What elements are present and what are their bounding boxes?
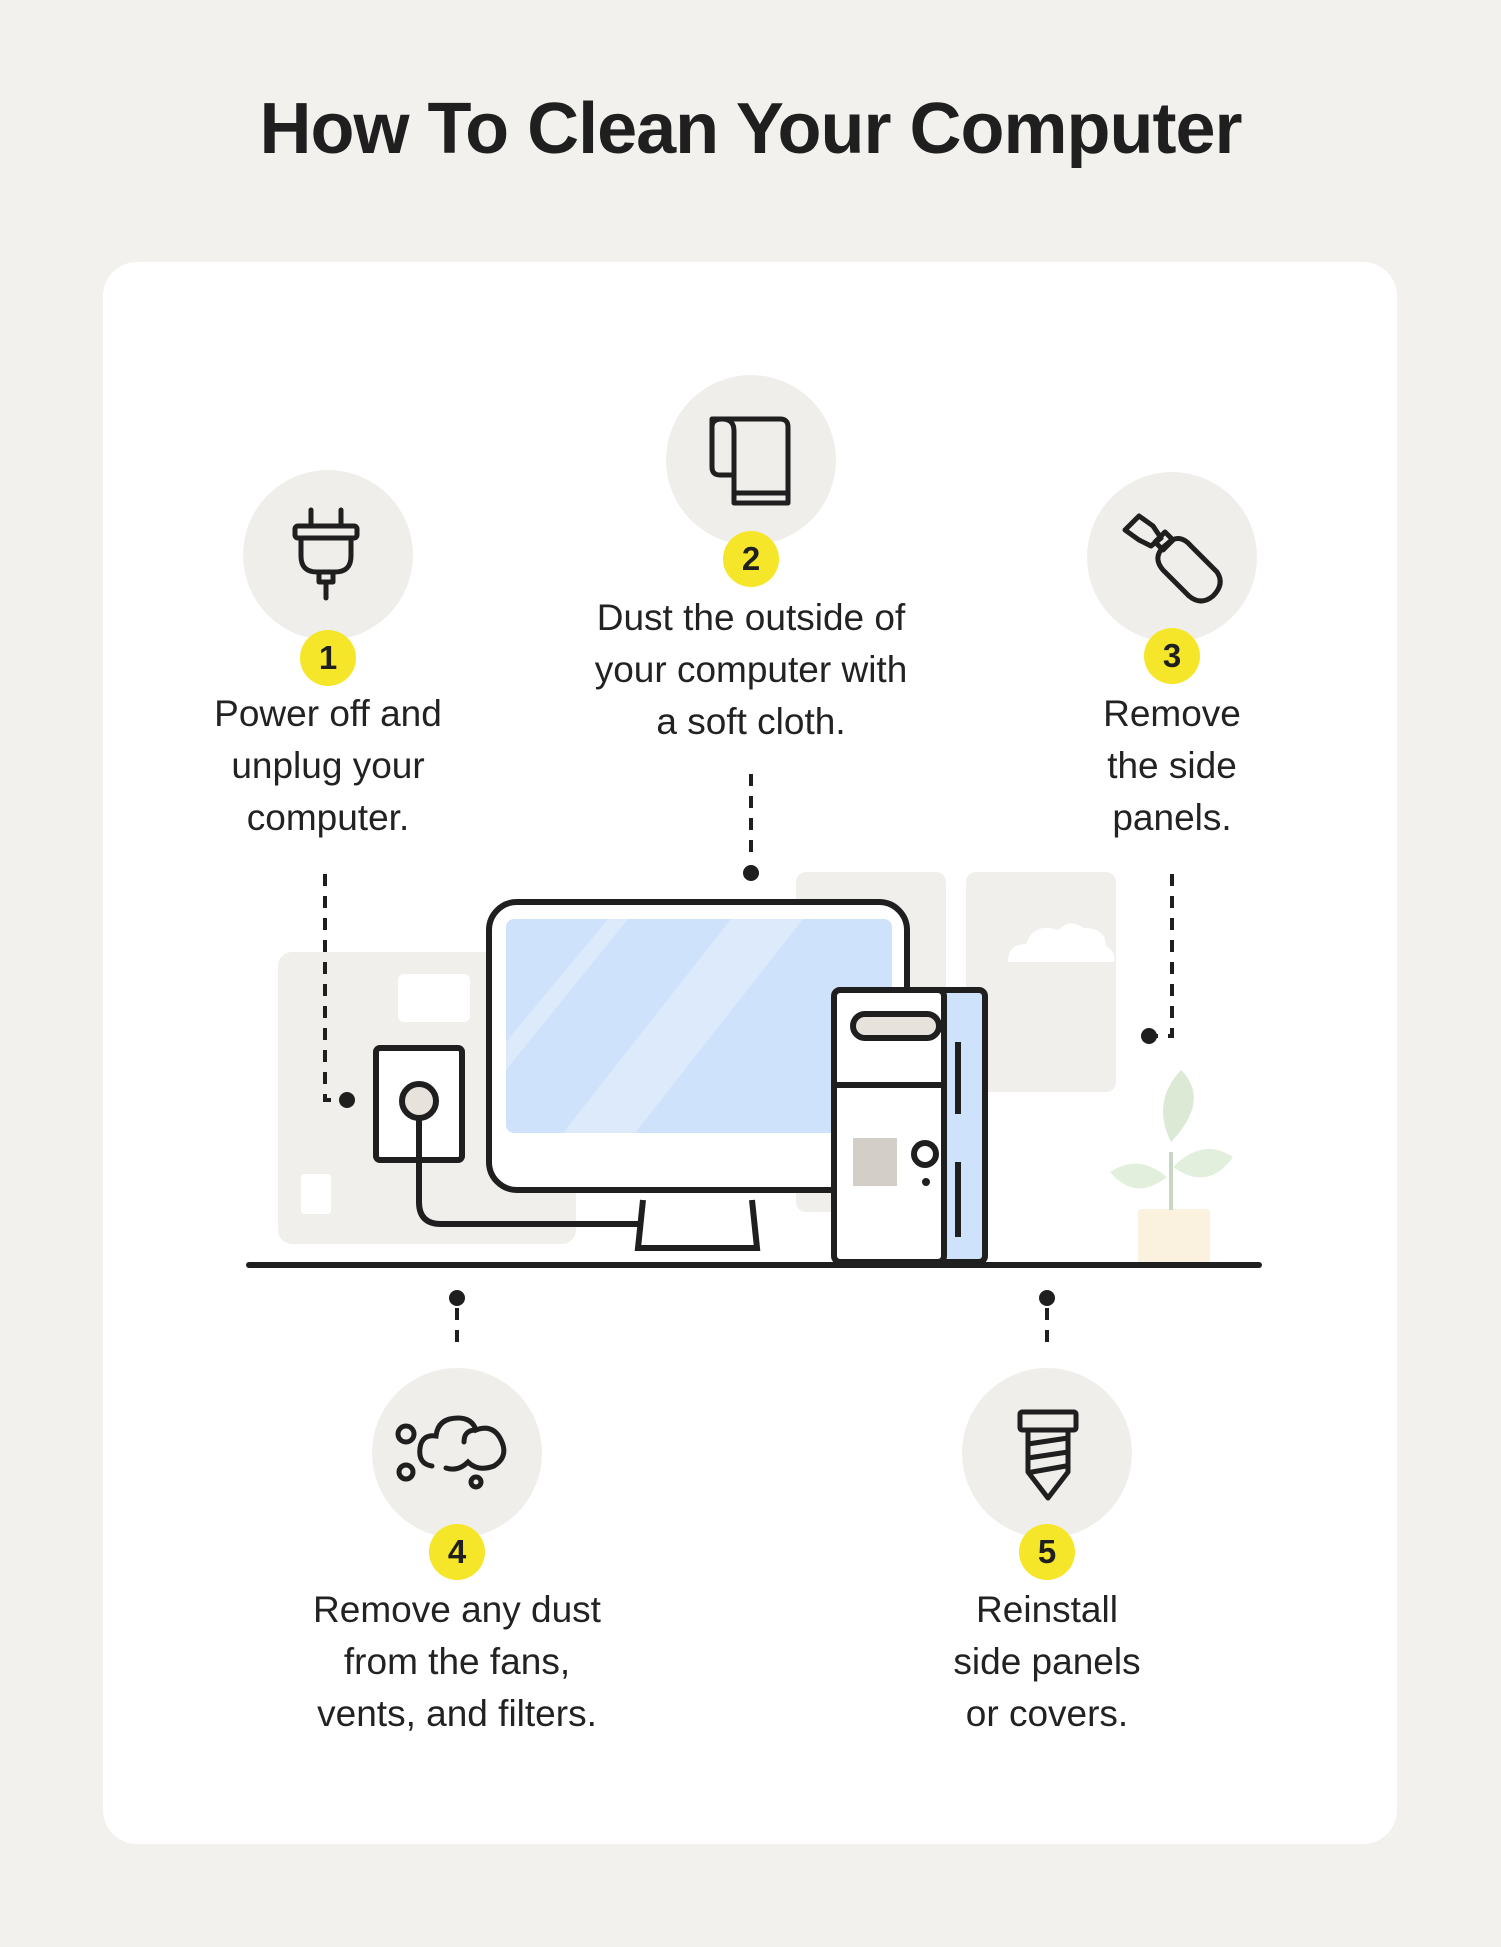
step-2-line: your computer with (594, 649, 908, 690)
step-1-line: Power off and (214, 693, 442, 734)
connector-lines (323, 774, 1174, 1346)
potted-plant (1110, 1070, 1233, 1265)
screw-icon (1017, 1409, 1079, 1501)
step-4-line: vents, and filters. (317, 1693, 597, 1734)
step-3-line: Remove (1103, 693, 1241, 734)
step-2-description: Dust the outside of your computer with a… (576, 592, 926, 748)
screwdriver-icon (1122, 513, 1223, 604)
step-3-description: Remove the side panels. (1072, 688, 1272, 844)
step-1-line: unplug your (231, 745, 425, 786)
step-5-line: side panels (953, 1641, 1141, 1682)
step-4-description: Remove any dust from the fans, vents, an… (307, 1584, 607, 1740)
step-1-line: computer. (246, 797, 410, 838)
step-1-badge: 1 (300, 630, 356, 686)
monitor (486, 899, 910, 1251)
cloth-icon (709, 416, 791, 506)
step-3-badge: 3 (1144, 628, 1200, 684)
step-3-line: panels. (1112, 797, 1232, 838)
step-4-badge: 4 (429, 1524, 485, 1580)
step-2-badge: 2 (723, 531, 779, 587)
step-1-description: Power off and unplug your computer. (178, 688, 478, 844)
infographic-card: 1 Power off and unplug your computer. 2 … (103, 262, 1397, 1844)
step-5-line: Reinstall (976, 1589, 1118, 1630)
step-4-line: Remove any dust (313, 1589, 601, 1630)
step-2-line: Dust the outside of (596, 597, 906, 638)
desk-scene-illustration (246, 774, 1262, 1346)
computer-tower (831, 987, 988, 1265)
dust-cloud-icon (395, 1415, 507, 1490)
plug-icon (292, 507, 360, 601)
step-2-line: a soft cloth. (656, 701, 846, 742)
step-4-line: from the fans, (343, 1641, 571, 1682)
step-3-line: the side (1107, 745, 1237, 786)
step-4-icon-circle (372, 1368, 542, 1538)
step-2-icon-circle (666, 375, 836, 545)
step-5-line: or covers. (965, 1693, 1129, 1734)
page-title: How To Clean Your Computer (259, 89, 1242, 169)
step-3-icon-circle (1087, 472, 1257, 642)
step-1-icon-circle (243, 470, 413, 640)
connector-dots (339, 865, 1157, 1306)
step-5-description: Reinstall side panels or covers. (922, 1584, 1172, 1740)
step-5-icon-circle (962, 1368, 1132, 1538)
wall-outlet (373, 1045, 651, 1227)
step-5-badge: 5 (1019, 1524, 1075, 1580)
